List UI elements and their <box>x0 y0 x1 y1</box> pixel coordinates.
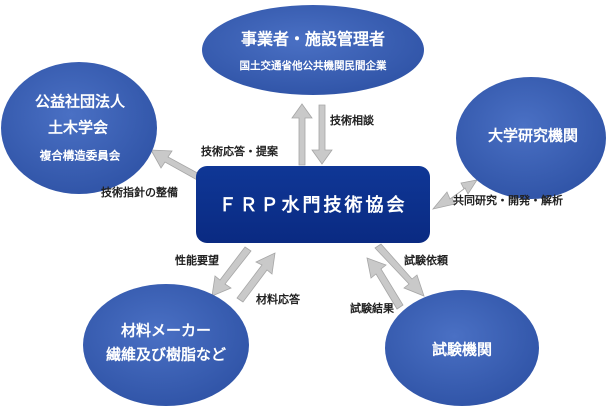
center-node: ＦＲＰ水門技術協会 <box>196 166 430 243</box>
node-university-title: 大学研究機関 <box>488 127 578 145</box>
arrow-to-operators <box>291 103 313 166</box>
arrow-to-testing <box>374 243 425 297</box>
node-testing-title: 試験機関 <box>432 341 492 359</box>
node-university: 大学研究機関 <box>456 77 606 199</box>
node-operators-subtitle: 国土交通省他公共機関民間企業 <box>240 59 387 72</box>
center-node-label: ＦＲＰ水門技術協会 <box>219 194 408 216</box>
label-tech-consult: 技術相談 <box>330 113 375 127</box>
node-testing: 試験機関 <box>385 290 539 406</box>
node-jsce-line3: 複合構造委員会 <box>39 149 121 163</box>
label-material-response: 材料応答 <box>256 292 301 306</box>
node-jsce-line2: 土木学会 <box>48 119 108 137</box>
node-materials-line1: 材料メーカー <box>121 322 211 340</box>
arrow-to-jsce <box>150 149 204 182</box>
arrow-to-materials <box>211 246 252 297</box>
arrow-from-operators <box>311 104 333 165</box>
arrows <box>150 103 478 310</box>
label-test-request: 試験依頼 <box>404 253 449 267</box>
label-tech-response-proposal: 技術応答・提案 <box>201 144 279 158</box>
node-materials: 材料メーカー 繊維及び樹脂など <box>83 284 249 406</box>
node-materials-line2: 繊維及び樹脂など <box>106 346 226 364</box>
label-guideline-development: 技術指針の整備 <box>101 185 178 199</box>
node-jsce: 公益社団法人 土木学会 複合構造委員会 <box>1 62 157 194</box>
node-jsce-line1: 公益社団法人 <box>35 93 126 111</box>
arrow-from-materials <box>236 252 276 303</box>
arrow-from-testing <box>366 257 404 310</box>
node-operators: 事業者・施設管理者 国土交通省他公共機関民間企業 <box>202 5 424 95</box>
label-performance-requirements: 性能要望 <box>175 253 219 267</box>
label-test-results: 試験結果 <box>350 301 394 315</box>
node-operators-title: 事業者・施設管理者 <box>241 30 385 49</box>
label-joint-research: 共同研究・開発・解析 <box>453 193 563 207</box>
